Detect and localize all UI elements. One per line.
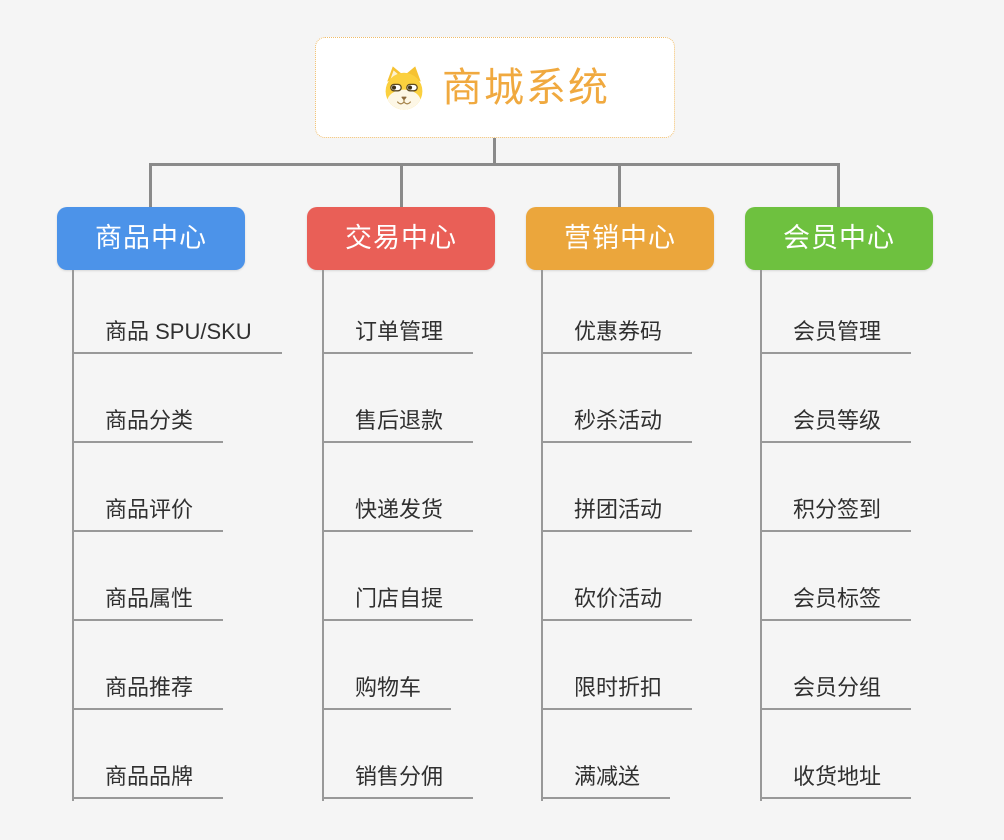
subtopic-item[interactable]: 会员标签 bbox=[760, 532, 912, 621]
subtopic-item[interactable]: 砍价活动 bbox=[541, 532, 693, 621]
subtopic-label: 商品分类 bbox=[105, 407, 194, 433]
subtopic-item[interactable]: 门店自提 bbox=[322, 532, 474, 621]
subtopic-item[interactable]: 会员分组 bbox=[760, 621, 912, 710]
subtopic-label: 会员标签 bbox=[793, 585, 882, 611]
branch-column-product-center: 商品中心 商品 SPU/SKU 商品分类 商品评价 商品属性 商品推荐 商品品牌 bbox=[57, 207, 282, 801]
root-topic-title: 商城系统 bbox=[442, 65, 610, 110]
shiba-dog-icon bbox=[380, 64, 428, 112]
subtopic-item[interactable]: 秒杀活动 bbox=[541, 354, 693, 443]
subtopic-label: 限时折扣 bbox=[574, 674, 663, 700]
branch-connector-line bbox=[322, 270, 324, 801]
subtopic-label: 优惠券码 bbox=[574, 318, 663, 344]
root-topic[interactable]: 商城系统 bbox=[315, 37, 675, 138]
subtopic-label: 拼团活动 bbox=[574, 496, 663, 522]
connector-drop-trade bbox=[400, 163, 403, 208]
subtopic-label: 门店自提 bbox=[355, 585, 444, 611]
subtopic-item[interactable]: 售后退款 bbox=[322, 354, 474, 443]
subtopic-label: 商品推荐 bbox=[105, 674, 194, 700]
branch-label: 交易中心 bbox=[345, 223, 457, 253]
subtopic-label: 会员等级 bbox=[793, 407, 882, 433]
subtopic-label: 订单管理 bbox=[355, 318, 444, 344]
subtopic-item[interactable]: 优惠券码 bbox=[541, 270, 693, 354]
subtopic-label: 快递发货 bbox=[355, 496, 444, 522]
subtopic-item[interactable]: 商品属性 bbox=[72, 532, 224, 621]
connector-drop-product bbox=[149, 163, 152, 208]
subtopic-item[interactable]: 商品推荐 bbox=[72, 621, 224, 710]
branch-connector-line bbox=[541, 270, 543, 801]
subtopic-item[interactable]: 销售分佣 bbox=[322, 710, 474, 799]
branch-topic-product-center[interactable]: 商品中心 bbox=[57, 207, 245, 270]
branch-label: 会员中心 bbox=[783, 223, 895, 253]
subtopic-label: 售后退款 bbox=[355, 407, 444, 433]
subtopic-item[interactable]: 购物车 bbox=[322, 621, 452, 710]
subtopic-item[interactable]: 商品评价 bbox=[72, 443, 224, 532]
connector-horizontal-bus bbox=[149, 163, 840, 166]
subtopic-label: 会员分组 bbox=[793, 674, 882, 700]
subtopic-label: 会员管理 bbox=[793, 318, 882, 344]
subtopic-item[interactable]: 会员等级 bbox=[760, 354, 912, 443]
branch-topic-marketing-center[interactable]: 营销中心 bbox=[526, 207, 714, 270]
subtopic-item[interactable]: 限时折扣 bbox=[541, 621, 693, 710]
connector-drop-marketing bbox=[618, 163, 621, 208]
subtopic-item[interactable]: 满减送 bbox=[541, 710, 671, 799]
subtopic-item[interactable]: 会员管理 bbox=[760, 270, 912, 354]
subtopic-item[interactable]: 商品 SPU/SKU bbox=[72, 270, 282, 354]
subtopic-label: 秒杀活动 bbox=[574, 407, 663, 433]
subtopic-item[interactable]: 积分签到 bbox=[760, 443, 912, 532]
branch-column-marketing-center: 营销中心 优惠券码 秒杀活动 拼团活动 砍价活动 限时折扣 满减送 bbox=[526, 207, 714, 801]
subtopic-label: 购物车 bbox=[355, 674, 422, 700]
branch-column-trade-center: 交易中心 订单管理 售后退款 快递发货 门店自提 购物车 销售分佣 bbox=[307, 207, 495, 801]
branch-label: 营销中心 bbox=[564, 223, 676, 253]
branch-connector-line bbox=[760, 270, 762, 801]
subtopic-list: 商品 SPU/SKU 商品分类 商品评价 商品属性 商品推荐 商品品牌 bbox=[72, 270, 282, 799]
subtopic-item[interactable]: 收货地址 bbox=[760, 710, 912, 799]
subtopic-item[interactable]: 商品品牌 bbox=[72, 710, 224, 799]
connector-drop-member bbox=[837, 163, 840, 208]
subtopic-label: 商品评价 bbox=[105, 496, 194, 522]
subtopic-item[interactable]: 商品分类 bbox=[72, 354, 224, 443]
subtopic-label: 积分签到 bbox=[793, 496, 882, 522]
subtopic-list: 会员管理 会员等级 积分签到 会员标签 会员分组 收货地址 bbox=[760, 270, 912, 799]
connector-root-drop bbox=[493, 138, 496, 164]
branch-topic-trade-center[interactable]: 交易中心 bbox=[307, 207, 495, 270]
subtopic-label: 收货地址 bbox=[793, 763, 882, 789]
subtopic-item[interactable]: 订单管理 bbox=[322, 270, 474, 354]
branch-topic-member-center[interactable]: 会员中心 bbox=[745, 207, 933, 270]
branch-column-member-center: 会员中心 会员管理 会员等级 积分签到 会员标签 会员分组 收货地址 bbox=[745, 207, 933, 801]
subtopic-label: 商品属性 bbox=[105, 585, 194, 611]
branch-label: 商品中心 bbox=[95, 223, 207, 253]
subtopic-list: 订单管理 售后退款 快递发货 门店自提 购物车 销售分佣 bbox=[322, 270, 474, 799]
subtopic-list: 优惠券码 秒杀活动 拼团活动 砍价活动 限时折扣 满减送 bbox=[541, 270, 693, 799]
subtopic-item[interactable]: 快递发货 bbox=[322, 443, 474, 532]
subtopic-item[interactable]: 拼团活动 bbox=[541, 443, 693, 532]
subtopic-label: 商品品牌 bbox=[105, 763, 194, 789]
branch-connector-line bbox=[72, 270, 74, 801]
subtopic-label: 销售分佣 bbox=[355, 763, 444, 789]
subtopic-label: 满减送 bbox=[574, 763, 641, 789]
subtopic-label: 商品 SPU/SKU bbox=[105, 318, 252, 344]
subtopic-label: 砍价活动 bbox=[574, 585, 663, 611]
